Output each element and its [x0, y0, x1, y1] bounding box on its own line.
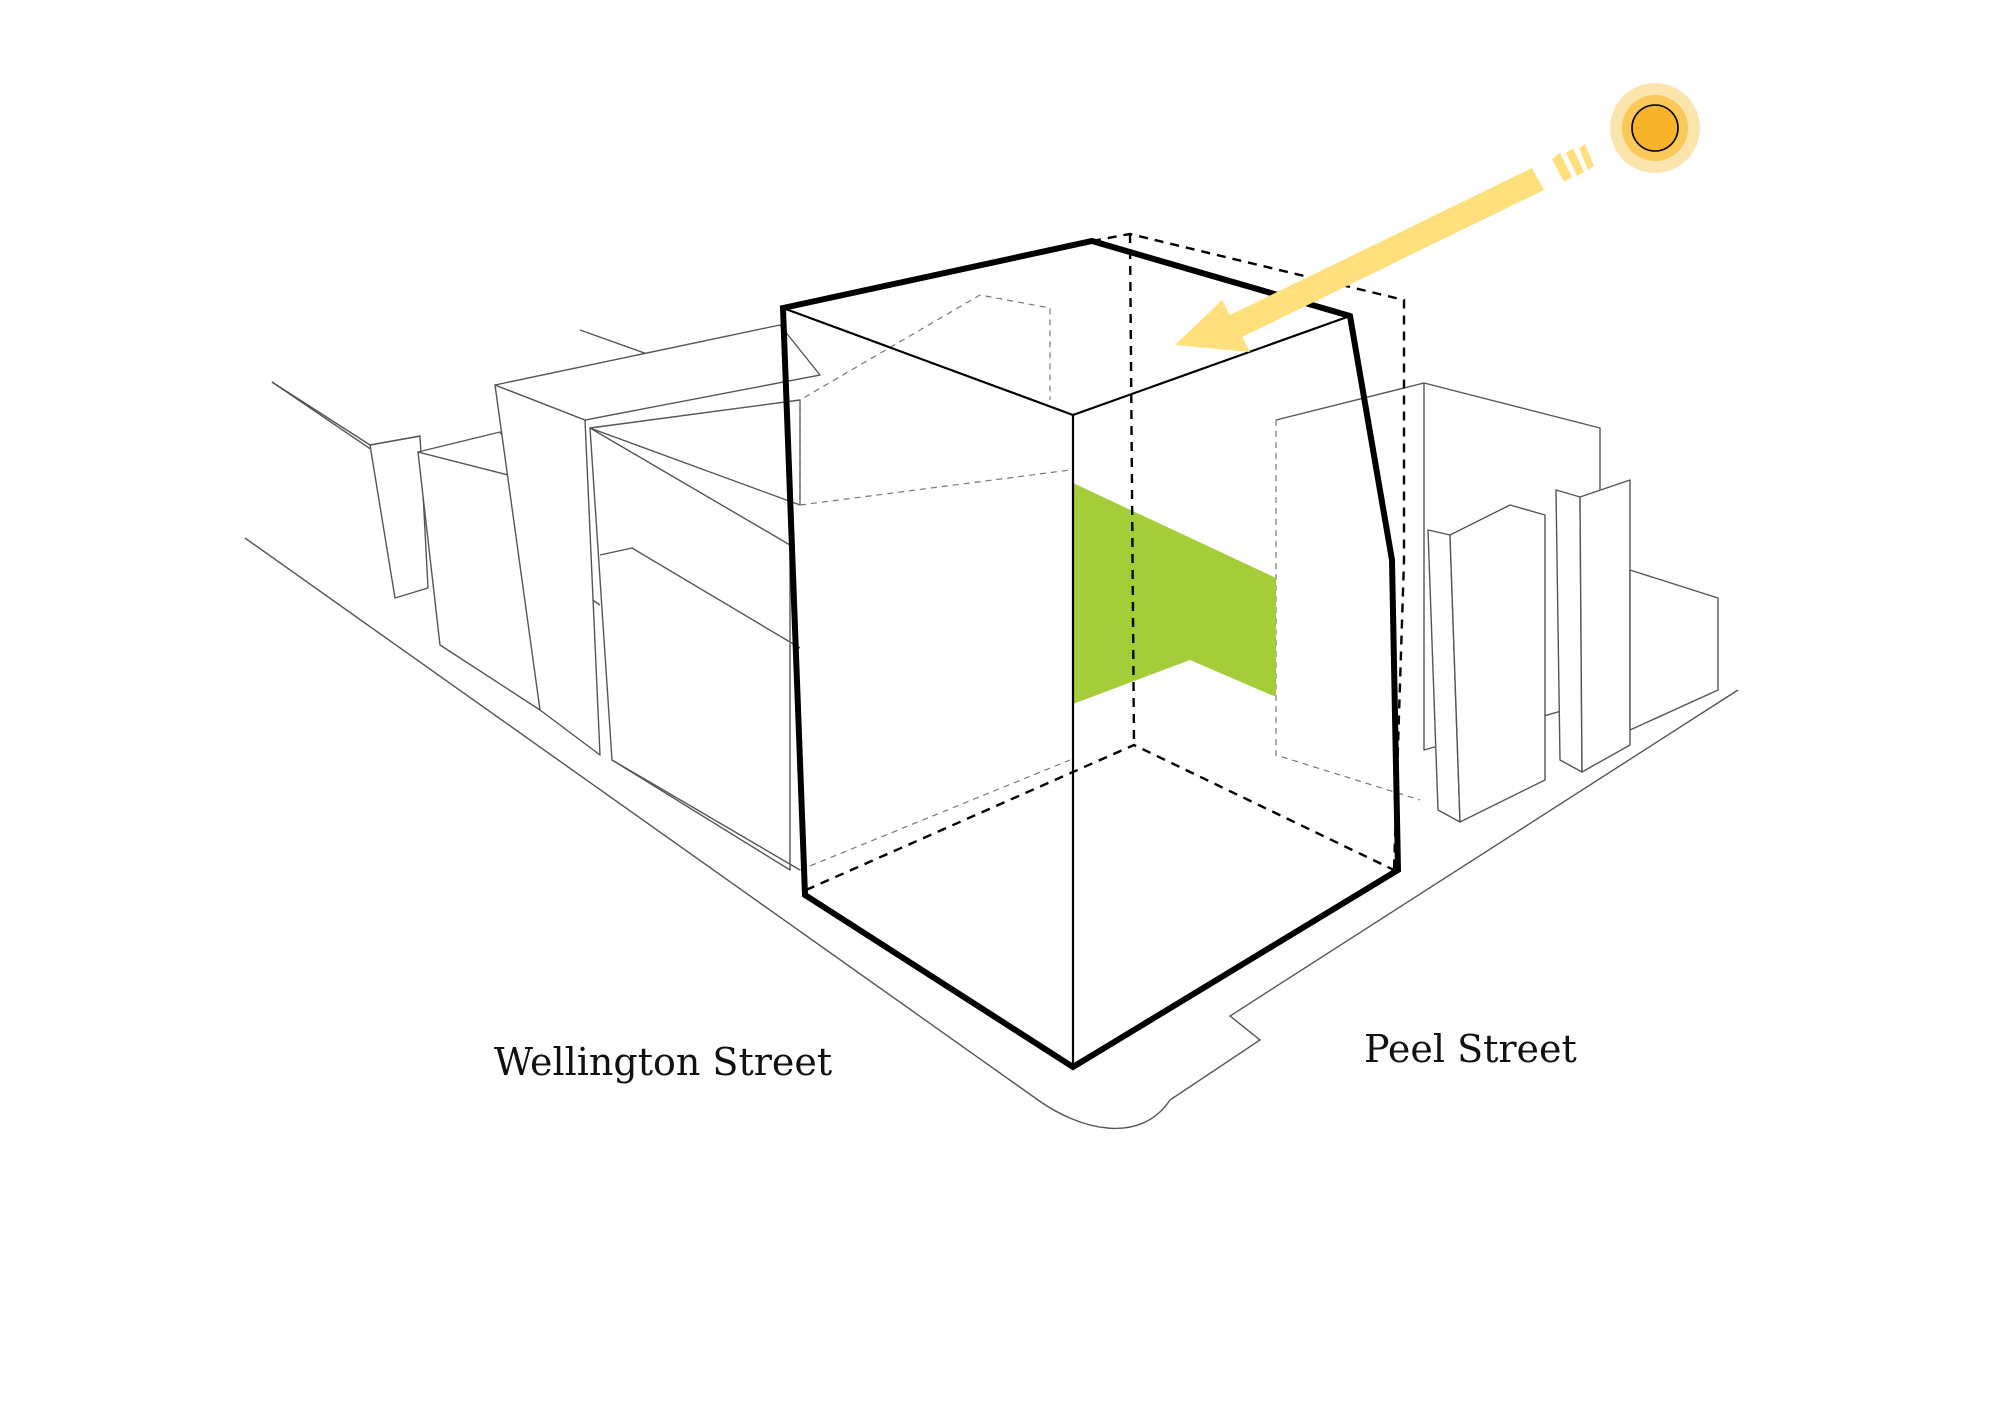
tower-inner-edges [782, 306, 1351, 1067]
wellington-street-label: Wellington Street [494, 1040, 833, 1084]
green-facade-void [1073, 483, 1276, 704]
sun-icon [1610, 83, 1700, 173]
hidden-context-lines [799, 294, 1421, 871]
sun-ray-arrow-icon [1175, 144, 1594, 352]
dashed-envelope [805, 232, 1406, 892]
context-buildings-left [271, 324, 821, 871]
context-buildings-right [1275, 382, 1719, 823]
peel-street-label: Peel Street [1364, 1027, 1577, 1071]
proposed-tower-outline [779, 237, 1402, 1071]
